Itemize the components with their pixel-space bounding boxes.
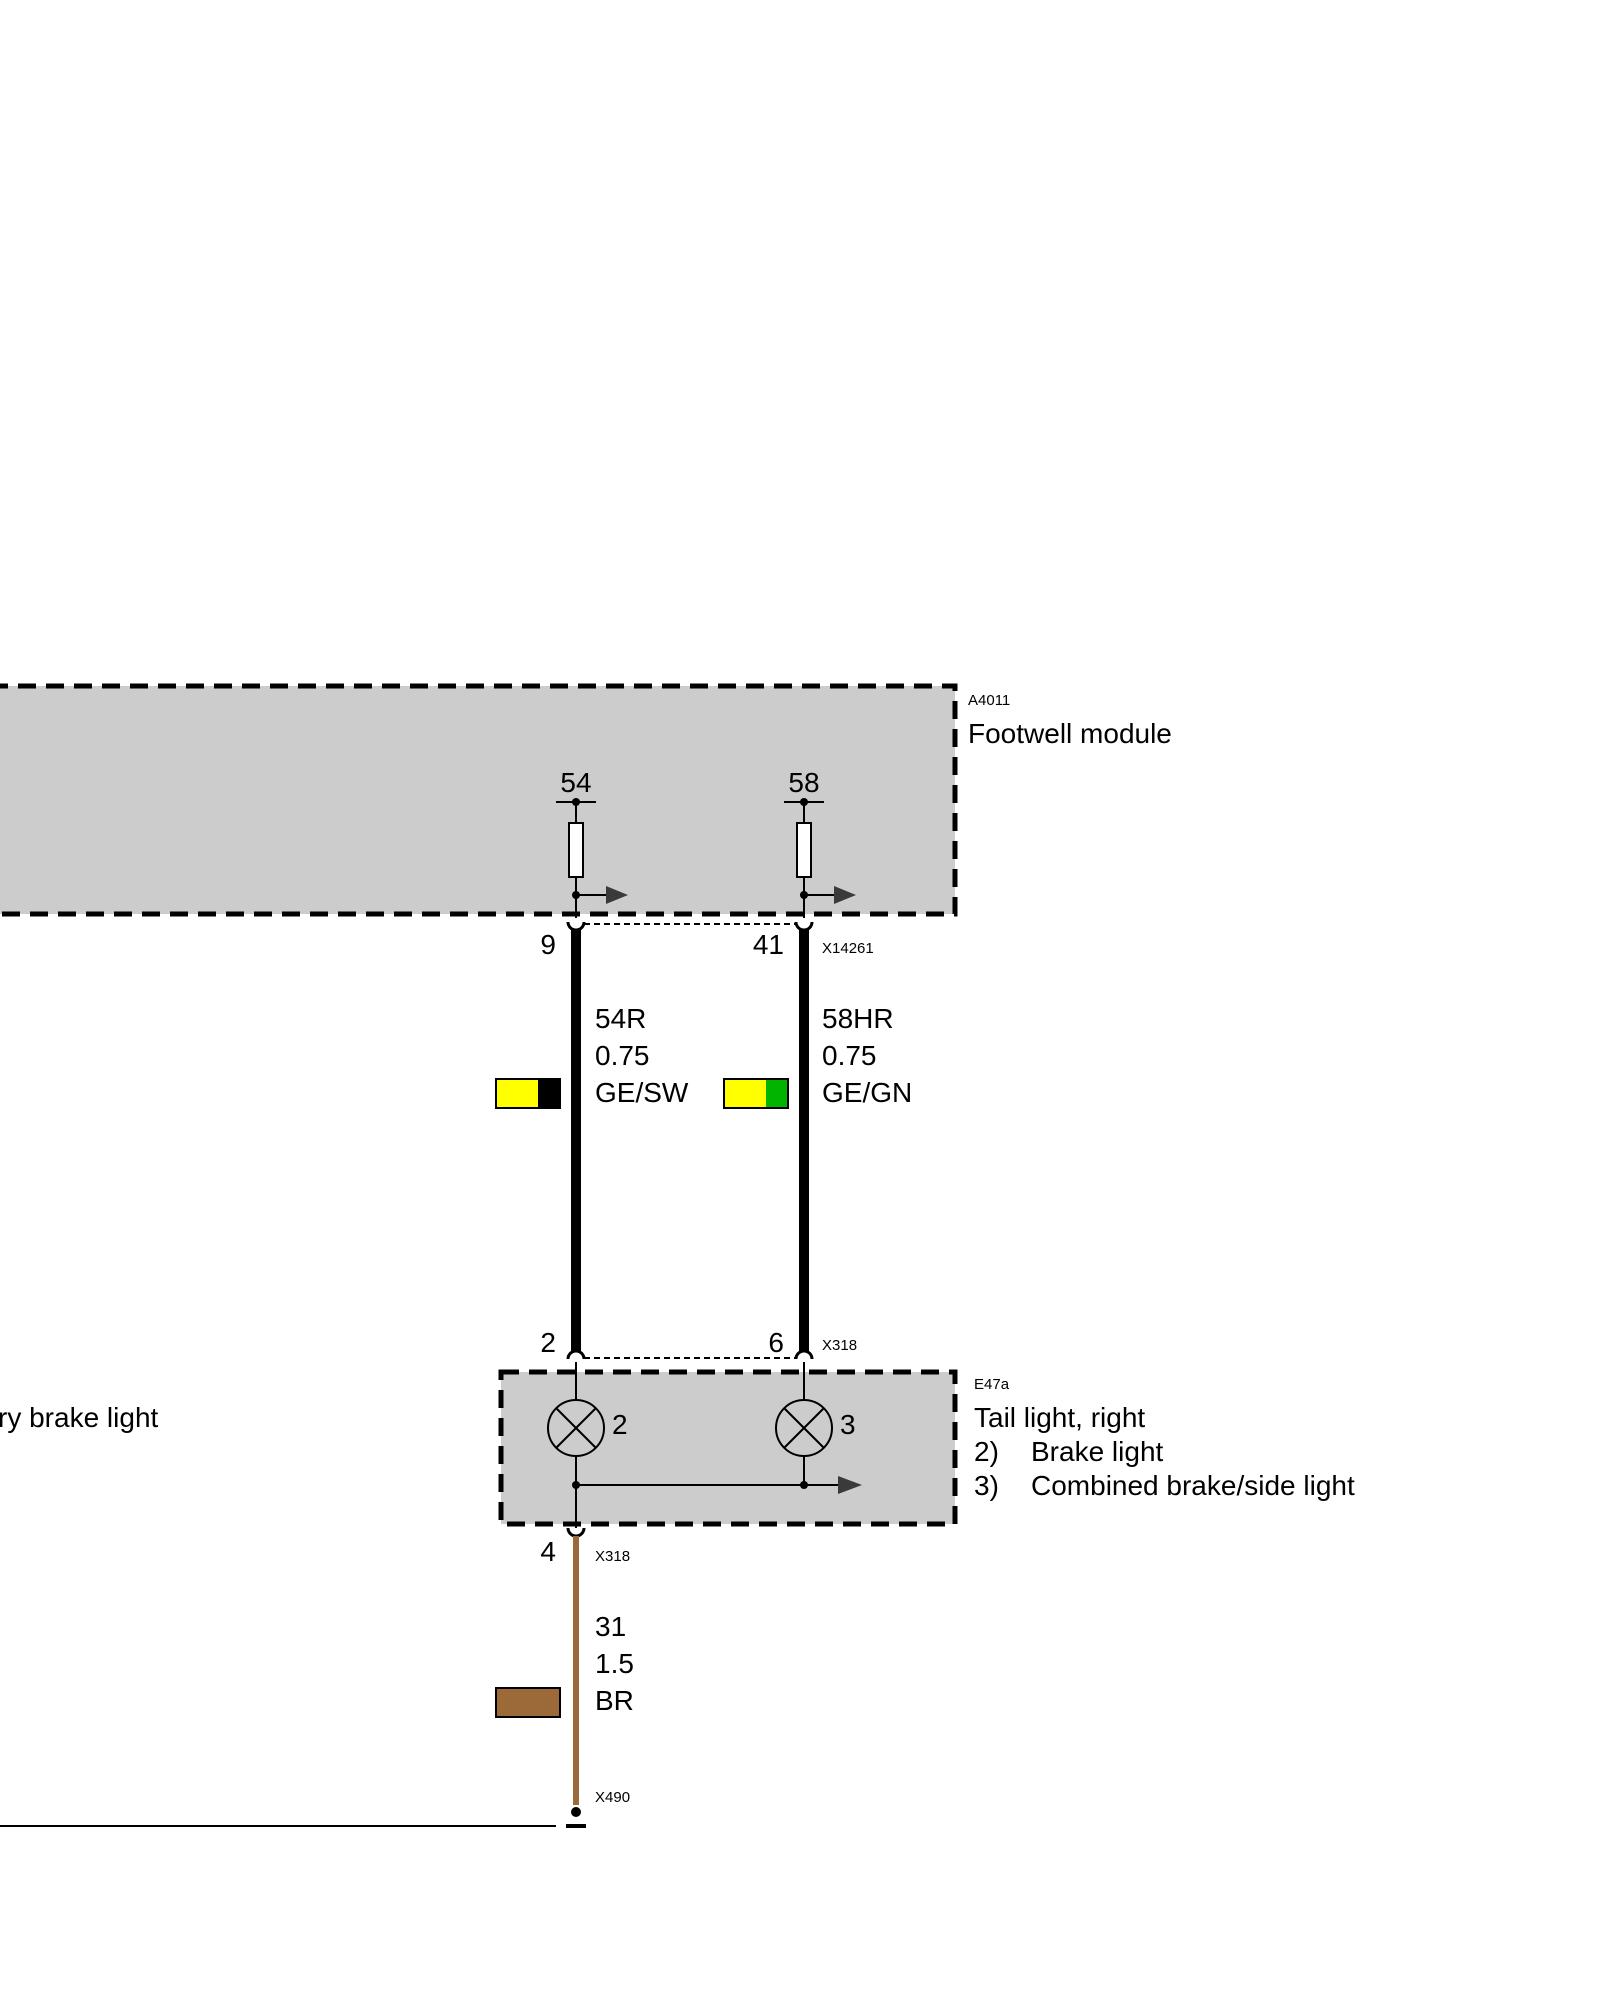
wire-58hr-color-swatch-frame — [723, 1078, 789, 1109]
wire-31-color-swatch — [495, 1687, 561, 1718]
ground-point-x490 — [571, 1807, 581, 1817]
connector-x14261-pin-9 — [566, 921, 586, 932]
connector-x318-code: X318 — [822, 1337, 857, 1354]
connector-x318-pin-4 — [566, 1527, 586, 1538]
tail-light-item-2-text: Brake light — [1031, 1436, 1164, 1467]
wire-58hr-circuit: 58HR — [822, 1003, 894, 1034]
wire-31-color-code: BR — [595, 1685, 634, 1716]
connector-x14261-pin-right: 41 — [753, 929, 784, 960]
arrow-right-icon — [606, 886, 628, 904]
module-pin-54-label: 54 — [560, 767, 591, 798]
connector-x14261-pin-left: 9 — [540, 929, 556, 960]
wire-54r-circuit: 54R — [595, 1003, 646, 1034]
ground-x490-code: X490 — [595, 1789, 630, 1806]
module-pin-58-label: 58 — [788, 767, 819, 798]
module-resistor-58 — [796, 822, 812, 878]
arrow-right-icon — [834, 886, 856, 904]
wire-54r-color-swatch-a — [496, 1079, 538, 1108]
wire-58hr-color-swatch-a — [724, 1079, 766, 1108]
wire-54r-color-code: GE/SW — [595, 1077, 689, 1108]
tail-light-item-3-text: Combined brake/side light — [1031, 1470, 1355, 1501]
wire-31-size: 1.5 — [595, 1648, 634, 1679]
partial-brake-light-label: ry brake light — [0, 1402, 159, 1433]
footwell-module-name: Footwell module — [968, 718, 1172, 749]
wire-54r-size: 0.75 — [595, 1040, 650, 1071]
wire-58hr-color-code: GE/GN — [822, 1077, 912, 1108]
wire-58hr-color-swatch-b — [766, 1079, 788, 1108]
module-resistor-54 — [568, 822, 584, 878]
connector-x14261-code: X14261 — [822, 940, 874, 957]
tail-light-item-2-num: 2) — [974, 1436, 999, 1467]
wire-31-circuit: 31 — [595, 1611, 626, 1642]
footwell-module-box — [0, 683, 958, 917]
connector-x318-pin-left: 2 — [540, 1327, 556, 1358]
tail-light-item-3-num: 3) — [974, 1470, 999, 1501]
lamp-2-label: 2 — [612, 1409, 628, 1440]
lamp-3-cross-b — [783, 1407, 825, 1449]
tail-light-code: E47a — [974, 1376, 1010, 1393]
wire-54r-color-swatch-frame — [495, 1078, 561, 1109]
tail-light-title: Tail light, right — [974, 1402, 1145, 1433]
connector-x318-pin-right: 6 — [768, 1327, 784, 1358]
lamp-2-cross-b — [555, 1407, 597, 1449]
wire-58hr-size: 0.75 — [822, 1040, 877, 1071]
connector-x318-pin-6 — [794, 1349, 814, 1360]
connector-x14261-pin-41 — [794, 921, 814, 932]
tail-light-box — [498, 1369, 958, 1527]
connector-x318-bottom-pin: 4 — [540, 1536, 556, 1567]
connector-x318-pin-2 — [566, 1349, 586, 1360]
connector-x318-bottom-code: X318 — [595, 1548, 630, 1565]
wire-54r-color-swatch-b — [538, 1079, 560, 1108]
arrow-right-icon — [838, 1476, 862, 1494]
lamp-3-label: 3 — [840, 1409, 856, 1440]
footwell-module-code: A4011 — [968, 692, 1010, 709]
